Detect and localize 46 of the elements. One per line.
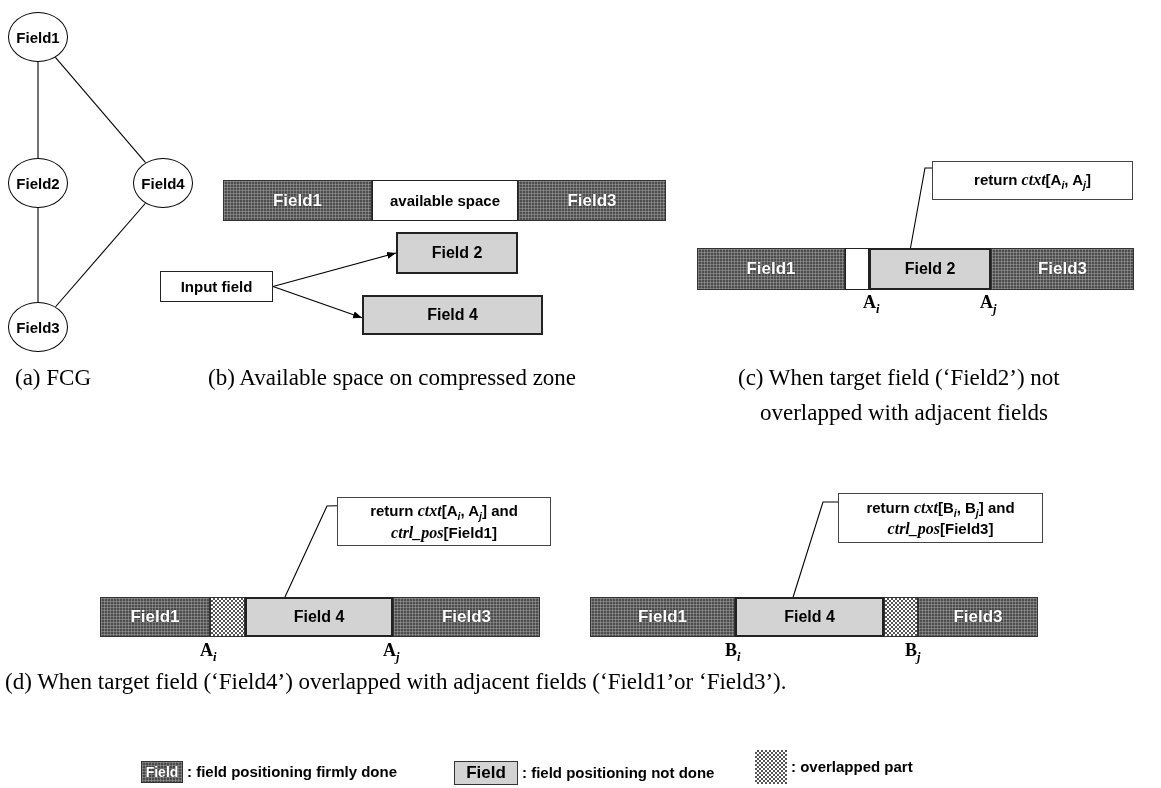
panel-caption: (c) When target field (‘Field2’) not overlapped with adjacent fields	[738, 364, 1061, 427]
graph-node: Field2	[8, 158, 68, 208]
placed-field-bar: Field3	[918, 597, 1038, 637]
callout-box: return ctxt[A$_{i}$, A$_{j}$] and ctrl_pos[Field1]	[337, 497, 551, 546]
arrow	[272, 251, 397, 288]
leader-line	[284, 505, 338, 598]
callout-box: return ctxt[B$_{i}$, B$_{j}$] and ctrl_pos[Field3]	[838, 493, 1043, 543]
graph-node: Field3	[8, 302, 68, 352]
field-box: Field 4	[245, 597, 393, 637]
graph-edge	[54, 56, 147, 164]
boundary-label: A$_{i}$	[863, 292, 880, 317]
graph-node: Field4	[133, 158, 193, 208]
input-field-box: Input field	[160, 271, 273, 302]
placed-field-bar: Field1	[590, 597, 735, 637]
boundary-label: B$_{j}$	[905, 640, 921, 665]
panel-caption: (d) When target field (‘Field4’) overlapped with adjacent fields (‘Field1’or ‘Field3’).	[5, 668, 787, 696]
legend-text: : field positioning firmly done	[187, 763, 397, 780]
leader-line	[909, 167, 933, 249]
leader-line	[792, 501, 839, 598]
boundary-label: B$_{i}$	[725, 640, 741, 665]
boundary-label: A$_{j}$	[980, 292, 997, 317]
placed-field-bar: Field1	[223, 180, 372, 221]
placed-field-bar: Field1	[100, 597, 210, 637]
swatch-label: Field	[145, 764, 179, 780]
available-space-box: available space	[372, 180, 518, 221]
boundary-label: A$_{i}$	[200, 640, 217, 665]
placed-field-bar: Field3	[393, 597, 540, 637]
arrow	[272, 285, 363, 319]
graph-node: Field1	[8, 12, 68, 62]
legend-text: : field positioning not done	[522, 764, 715, 781]
boundary-label: A$_{j}$	[383, 640, 400, 665]
field-box: Field 2	[396, 232, 518, 274]
graph-edge	[55, 202, 146, 308]
legend-text: : overlapped part	[791, 758, 913, 775]
graph-edge	[37, 61, 39, 159]
placed-field-bar: Field3	[518, 180, 666, 221]
callout-box: return ctxt[A$_{i}$, A$_{j}$]	[932, 161, 1133, 200]
placed-field-bar: Field3	[991, 248, 1134, 290]
field-box: Field 4	[735, 597, 884, 637]
swatch-label: Field	[466, 763, 506, 783]
field-box: Field 2	[869, 248, 991, 290]
panel-caption: (a) FCG	[15, 364, 92, 392]
graph-edge	[37, 207, 39, 303]
field-box: Field 4	[362, 295, 543, 335]
placed-field-bar: Field1	[697, 248, 845, 290]
panel-caption: (b) Available space on compressed zone	[208, 364, 577, 392]
